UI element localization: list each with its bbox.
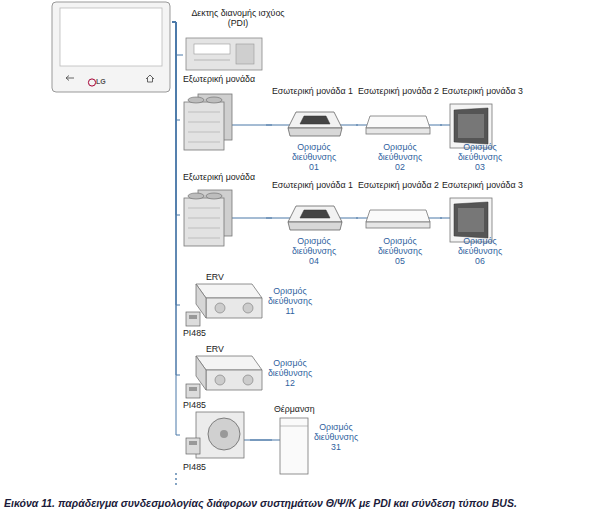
bus-connector — [356, 125, 358, 126]
outdoor-unit-node: Εξωτερική μονάδα — [180, 74, 266, 154]
unit-label: Εσωτερική μονάδα 1 — [272, 86, 353, 96]
bus-connector — [172, 22, 180, 435]
unit-label: Θέρμανση — [274, 404, 315, 414]
bus-connector — [172, 22, 183, 55]
pdi-device — [186, 38, 262, 70]
address-label: Ορισμός διεύθυνσης 11 — [264, 286, 316, 316]
heating-cabinet — [280, 418, 308, 474]
erv-unit — [186, 284, 262, 326]
address-label: Ορισμός διεύθυνσης 06 — [454, 236, 506, 266]
heating-node: ΘέρμανσηΟρισμός διεύθυνσης 31 — [272, 404, 364, 476]
indoor-unit-node: Εσωτερική μονάδα 3 Ορισμός διεύθυνσης 03 — [442, 86, 526, 174]
bus-connector — [356, 218, 358, 219]
outdoor-unit — [184, 94, 232, 150]
outdoor-unit — [184, 190, 232, 246]
bus-connector — [266, 218, 272, 219]
console-unit — [450, 104, 492, 148]
bus-connector — [440, 125, 442, 126]
wire — [226, 125, 470, 440]
cassette-unit — [288, 112, 342, 136]
brand-logo: LG — [96, 78, 106, 86]
unit-label: ERV — [206, 344, 224, 354]
indoor-unit-node: Εσωτερική μονάδα 2 Ορισμός διεύθυνσης 02 — [358, 86, 440, 174]
indoor-unit-node: Εσωτερική μονάδα 1 Ορισμός διεύθυνσης 01 — [272, 86, 356, 174]
bus-connector — [266, 125, 272, 126]
address-label: Ορισμός διεύθυνσης 05 — [374, 236, 426, 266]
address-label: Ορισμός διεύθυνσης 01 — [288, 142, 340, 172]
unit-label: PI485 — [183, 462, 206, 472]
duct-unit — [366, 210, 430, 228]
outdoor-unit-node: Εξωτερική μονάδα — [180, 172, 266, 252]
address-label: Ορισμός διεύθυνσης 12 — [264, 358, 316, 388]
console-unit — [450, 198, 492, 242]
unit-label: Εξωτερική μονάδα — [183, 172, 255, 182]
erv-node: ERV PI485 Ορισμός διεύθυνσης 12 — [180, 342, 320, 412]
unit-label: Εξωτερική μονάδα — [183, 74, 255, 84]
continuation-dots — [175, 473, 177, 485]
unit-label: Εσωτερική μονάδα 3 — [442, 86, 523, 96]
remote-controller — [52, 2, 170, 92]
address-label: Ορισμός διεύθυνσης 31 — [310, 422, 362, 452]
unit-label: Εσωτερική μονάδα 2 — [358, 86, 439, 96]
address-label: Ορισμός διεύθυνσης 04 — [288, 236, 340, 266]
unit-label: Εσωτερική μονάδα 3 — [442, 180, 523, 190]
indoor-unit-node: Εσωτερική μονάδα 3 Ορισμός διεύθυνσης 06 — [442, 180, 526, 268]
duct-unit — [366, 116, 430, 134]
heat-pump-node: PI485 — [180, 404, 250, 474]
erv-node: ERV PI485 Ορισμός διεύθυνσης 11 — [180, 270, 320, 340]
pdi-node: Δεκτης διανομής ισχύος (PDI) — [183, 6, 293, 72]
erv-unit — [186, 356, 262, 398]
bus-connector — [440, 218, 442, 219]
unit-label: Δεκτης διανομής ισχύος (PDI) — [187, 8, 289, 28]
address-label: Ορισμός διεύθυνσης 02 — [374, 142, 426, 172]
bus-connector — [250, 440, 272, 441]
indoor-unit-node: Εσωτερική μονάδα 1 Ορισμός διεύθυνσης 04 — [272, 180, 356, 268]
figure-caption: Εικόνα 11. παράδειγμα συνδεσμολογίας διά… — [4, 497, 592, 509]
unit-label: PI485 — [183, 328, 206, 338]
indoor-unit-node: Εσωτερική μονάδα 2 Ορισμός διεύθυνσης 05 — [358, 180, 440, 268]
unit-label: Εσωτερική μονάδα 1 — [272, 180, 353, 190]
cassette-unit — [288, 206, 342, 230]
remote-controller-node: LG — [50, 0, 172, 96]
unit-label: Εσωτερική μονάδα 2 — [358, 180, 439, 190]
address-label: Ορισμός διεύθυνσης 03 — [454, 142, 506, 172]
heat-pump — [186, 412, 244, 458]
unit-label: PI485 — [183, 400, 206, 410]
unit-label: ERV — [206, 272, 224, 282]
